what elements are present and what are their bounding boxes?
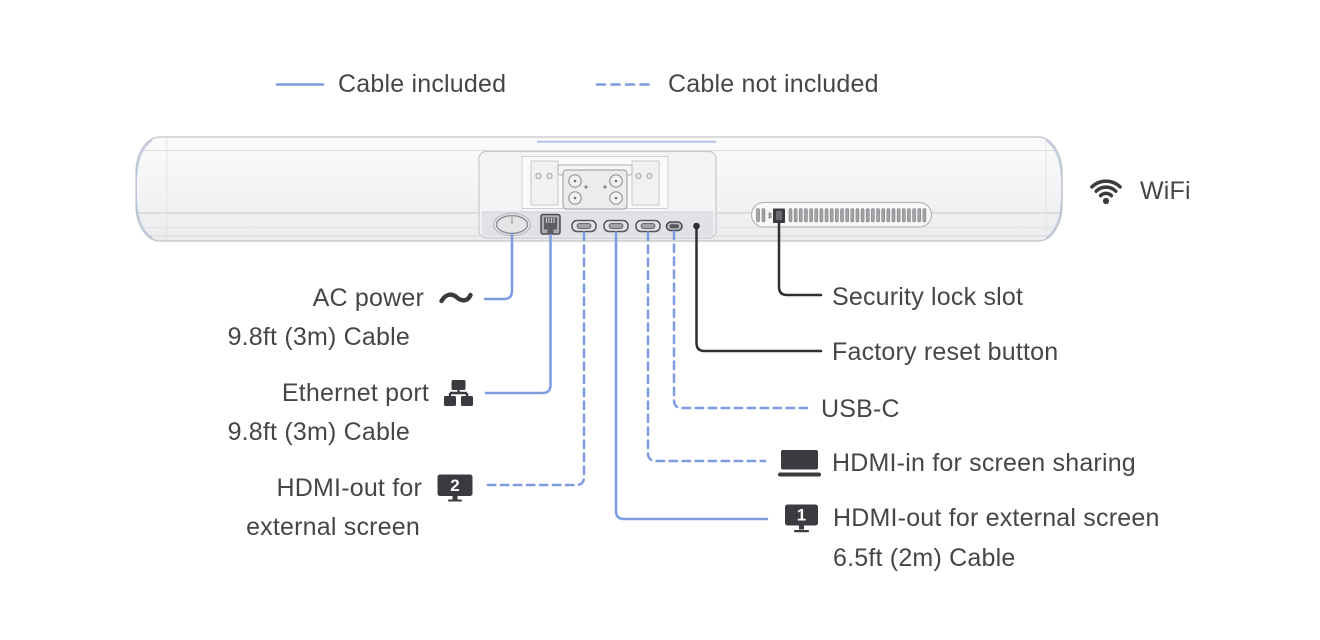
leader-hdmi-in: [646, 231, 767, 463]
callout-hdmi-out-2: HDMI-out for 2: [277, 473, 473, 503]
leader-hdmi-out-1: [614, 231, 769, 521]
monitor-1-badge: 1: [797, 505, 806, 524]
leader-security-lock: [777, 222, 823, 297]
monitor-2-badge: 2: [450, 476, 459, 495]
leader-lines: [483, 222, 823, 521]
hdmi-out-port-1: [603, 219, 629, 233]
laptop-screen-icon: [778, 449, 821, 476]
hdmi-out-port-2: [571, 219, 597, 233]
ac-power-label: AC power: [312, 284, 424, 312]
callout-ac-power: AC power: [313, 283, 473, 313]
callout-ethernet: Ethernet port: [282, 378, 473, 408]
hdmi-in-port: [635, 219, 661, 233]
wifi-indicator: WiFi: [1088, 176, 1191, 206]
hdmi-out-1-label: HDMI-out for external screen: [833, 504, 1160, 532]
right-edge-accent: [1045, 139, 1062, 239]
ethernet-cable-label: 9.8ft (3m) Cable: [227, 418, 410, 446]
leader-ethernet: [484, 233, 552, 395]
factory-reset-label: Factory reset button: [832, 338, 1059, 366]
ethernet-icon: [444, 380, 473, 406]
hdmi-out-1-cable-label: 6.5ft (2m) Cable: [833, 544, 1016, 572]
monitor-2-icon: 2: [437, 474, 473, 502]
callout-hdmi-out-1: 1 HDMI-out for external screen: [785, 503, 1160, 533]
legend-cable-not-included-label: Cable not included: [668, 70, 879, 98]
ac-power-icon: [439, 292, 473, 304]
hdmi-out-2-label: HDMI-out for: [276, 474, 422, 502]
ac-power-cable-label: 9.8ft (3m) Cable: [227, 323, 410, 351]
leader-factory-reset: [695, 228, 823, 353]
bracket-screws: [568, 174, 623, 205]
security-lock-label: Security lock slot: [832, 283, 1024, 311]
legend-cable-included-label: Cable included: [338, 70, 507, 98]
factory-reset-hole: [693, 222, 700, 230]
speaker-grille: [750, 201, 933, 228]
ac-power-port: [493, 212, 531, 237]
usb-c-port: [665, 221, 683, 232]
wifi-label: WiFi: [1140, 177, 1191, 205]
leader-usb-c: [672, 230, 812, 410]
callout-hdmi-in: HDMI-in for screen sharing: [778, 448, 1136, 478]
leader-ac-power: [483, 233, 514, 301]
hdmi-in-label: HDMI-in for screen sharing: [832, 449, 1136, 477]
usb-c-label: USB-C: [821, 395, 900, 423]
wifi-icon: [1090, 179, 1122, 204]
leader-hdmi-out-2: [484, 231, 586, 487]
ethernet-port: [540, 213, 561, 235]
ethernet-label: Ethernet port: [281, 379, 429, 407]
monitor-1-icon: 1: [785, 504, 818, 532]
lock-glyph-mark: [768, 212, 772, 219]
mount-bracket: [521, 156, 669, 210]
hdmi-out-2-label-line2: external screen: [246, 513, 420, 541]
left-edge-accent: [136, 139, 153, 239]
security-lock-slot: [773, 208, 785, 223]
